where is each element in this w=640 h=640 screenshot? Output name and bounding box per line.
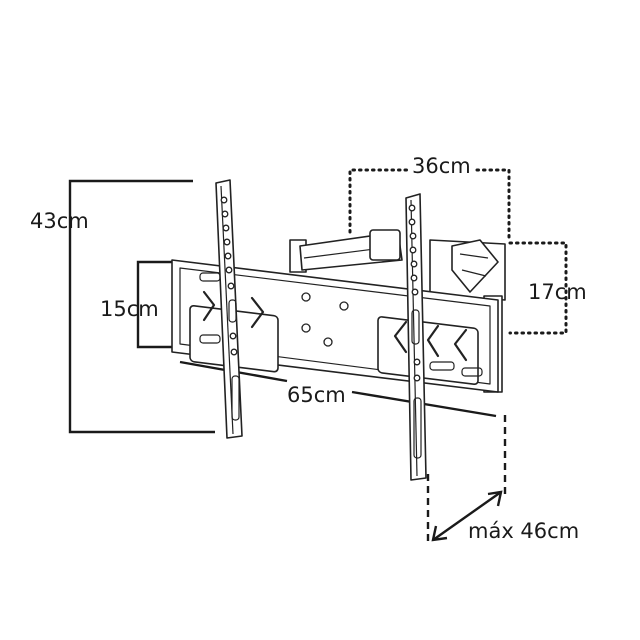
extension-arrow-line bbox=[432, 491, 502, 541]
arm-height-17-label: 17cm bbox=[528, 280, 587, 304]
left-vertical-bracket bbox=[215, 179, 243, 439]
height-15-bracket bbox=[136, 260, 176, 349]
width-65-label: 65cm bbox=[287, 383, 346, 407]
arm-height-17-bracket bbox=[508, 241, 568, 335]
extension-label: máx 46cm bbox=[468, 519, 579, 543]
arm-width-36-bracket bbox=[348, 168, 511, 242]
height-43-bracket bbox=[68, 179, 215, 434]
height-43-label: 43cm bbox=[30, 209, 89, 233]
right-vertical-bracket bbox=[405, 193, 427, 481]
arm-width-36-label: 36cm bbox=[412, 154, 471, 178]
articulating-arm bbox=[289, 229, 506, 393]
height-15-label: 15cm bbox=[100, 297, 159, 321]
extension-arrow-head-right bbox=[487, 490, 503, 507]
extension-arrow-head-left bbox=[431, 525, 448, 542]
